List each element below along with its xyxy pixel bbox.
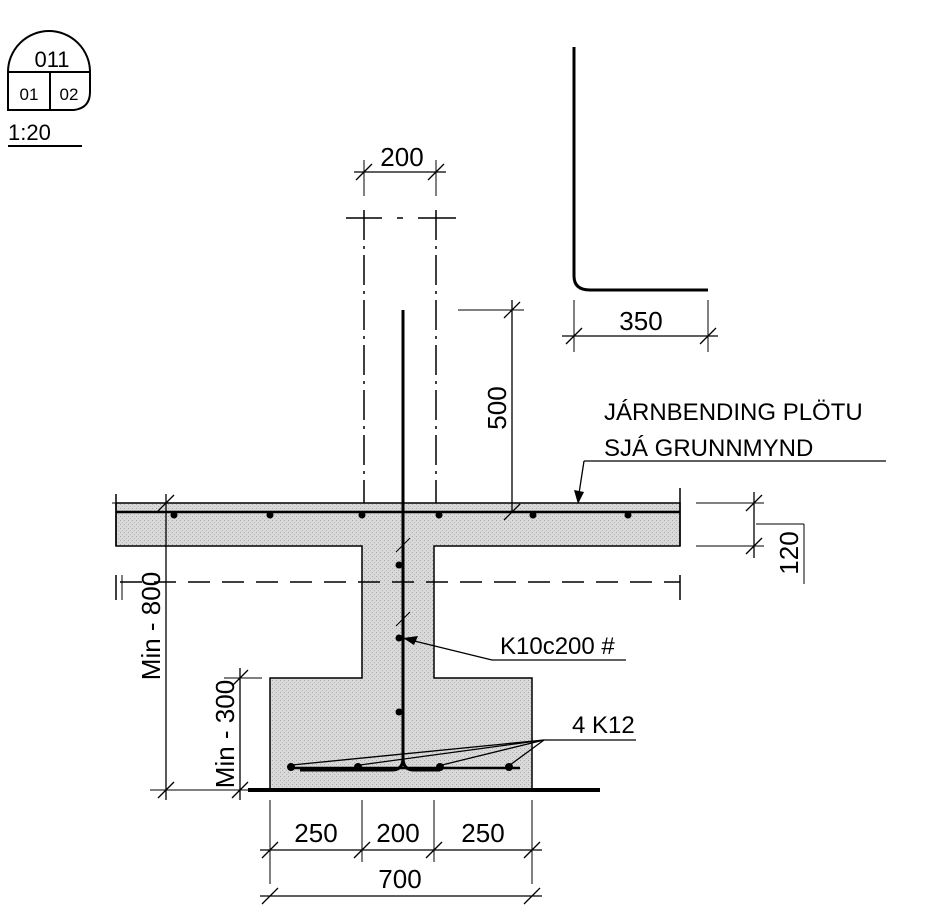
slab-reinforcement-label-line1: JÁRNBENDING PLÖTU (604, 399, 863, 426)
slab-thickness-dim: 120 (774, 531, 804, 574)
sheet-number-b: 02 (60, 85, 79, 104)
stirrups-callout: K10c200 # (401, 633, 626, 661)
footing-middle-dim: 200 (376, 818, 419, 848)
footing-width-dimensions: 250 200 250 700 (260, 800, 542, 905)
bent-bar-detail: 350 (562, 47, 718, 352)
total-depth-dim: Min - 800 (136, 572, 166, 680)
drawing-reference-symbol: 011 01 02 1:20 (7, 30, 91, 147)
bar-vertical-length-dim: 500 (482, 386, 512, 429)
hidden-line-below-slab (115, 575, 681, 600)
footing-left-dim: 250 (294, 818, 337, 848)
bar-vertical-dimension: 500 (458, 300, 524, 521)
sheet-number-a: 01 (20, 85, 39, 104)
footing-depth-dimension: Min - 300 (210, 668, 262, 800)
stirrups-label: K10c200 # (500, 633, 615, 660)
slab-reinforcement (116, 510, 680, 519)
wall-stirrups (395, 537, 411, 716)
bar-leg-length-dim: 350 (619, 306, 662, 336)
footing-depth-dim: Min - 300 (210, 680, 240, 788)
bottom-bars-callout: 4 K12 (291, 712, 636, 766)
bottom-bars-label: 4 K12 (572, 712, 635, 739)
slab-reinforcement-label-line2: SJÁ GRUNNMYND (604, 435, 813, 462)
drawing-number: 011 (34, 47, 69, 72)
wall-width-dimension: 200 (354, 142, 446, 196)
wall-width-dim: 200 (380, 142, 423, 172)
wall-above-outline (346, 210, 456, 503)
slab-thickness-dimension: 120 (696, 492, 805, 584)
footing-total-dim: 700 (378, 864, 421, 894)
slab-reinforcement-callout: JÁRNBENDING PLÖTU SJÁ GRUNNMYND (574, 399, 886, 504)
drawing-scale: 1:20 (8, 120, 51, 145)
footing-right-dim: 250 (461, 818, 504, 848)
total-depth-dimension: Min - 800 (112, 494, 248, 800)
